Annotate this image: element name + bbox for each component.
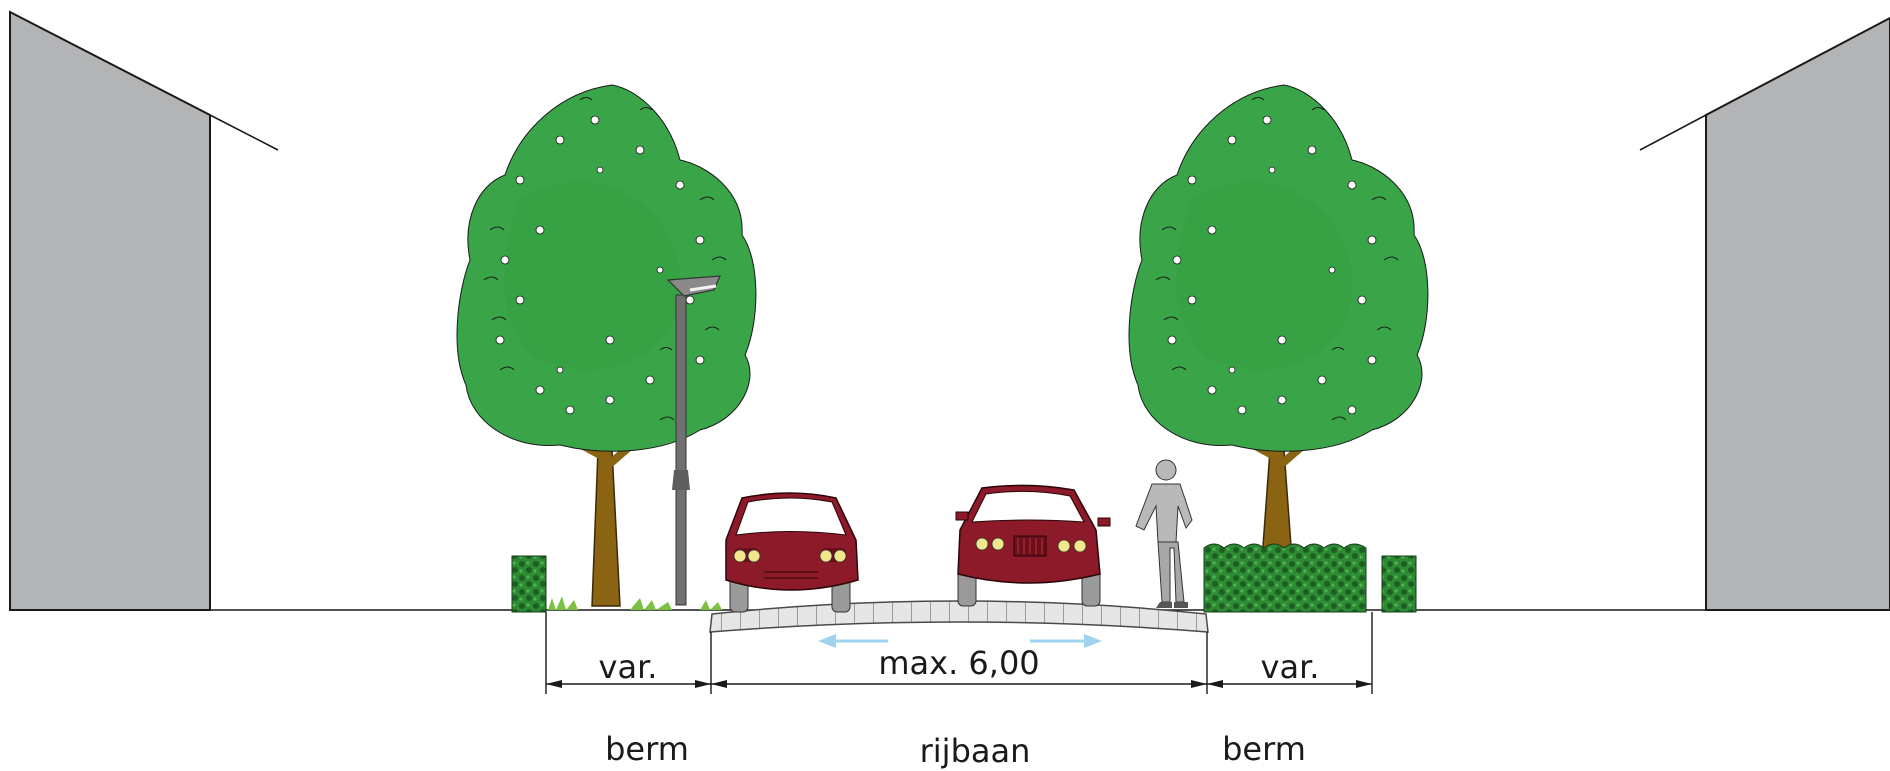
zone-label-middle: rijbaan (920, 732, 1031, 770)
dimension-right-label: var. (1261, 648, 1320, 686)
hedge-large-icon (1203, 543, 1367, 613)
zone-label-right: berm (1222, 730, 1306, 768)
direction-arrow-left-icon (818, 634, 888, 648)
building-left-icon (9, 10, 279, 611)
hedge-right-icon (1381, 555, 1417, 613)
building-right-icon (1639, 16, 1890, 611)
car-left-icon (725, 492, 859, 613)
hedge-left-icon (511, 555, 547, 613)
street-lamp-icon (666, 275, 721, 606)
dimension-arrowheads (546, 680, 1372, 688)
dimension-lines (545, 612, 1373, 694)
zone-label-left: berm (605, 730, 689, 768)
tree-right-icon (1128, 84, 1429, 561)
pedestrian-icon (1135, 459, 1193, 608)
grass-left (548, 596, 722, 610)
tree-left-icon (456, 84, 757, 607)
car-middle-icon (955, 484, 1111, 607)
dimension-left-label: var. (599, 648, 658, 686)
dimension-middle-label: max. 6,00 (878, 644, 1039, 682)
road-surface (709, 600, 1209, 633)
direction-arrow-right-icon (1030, 634, 1102, 648)
